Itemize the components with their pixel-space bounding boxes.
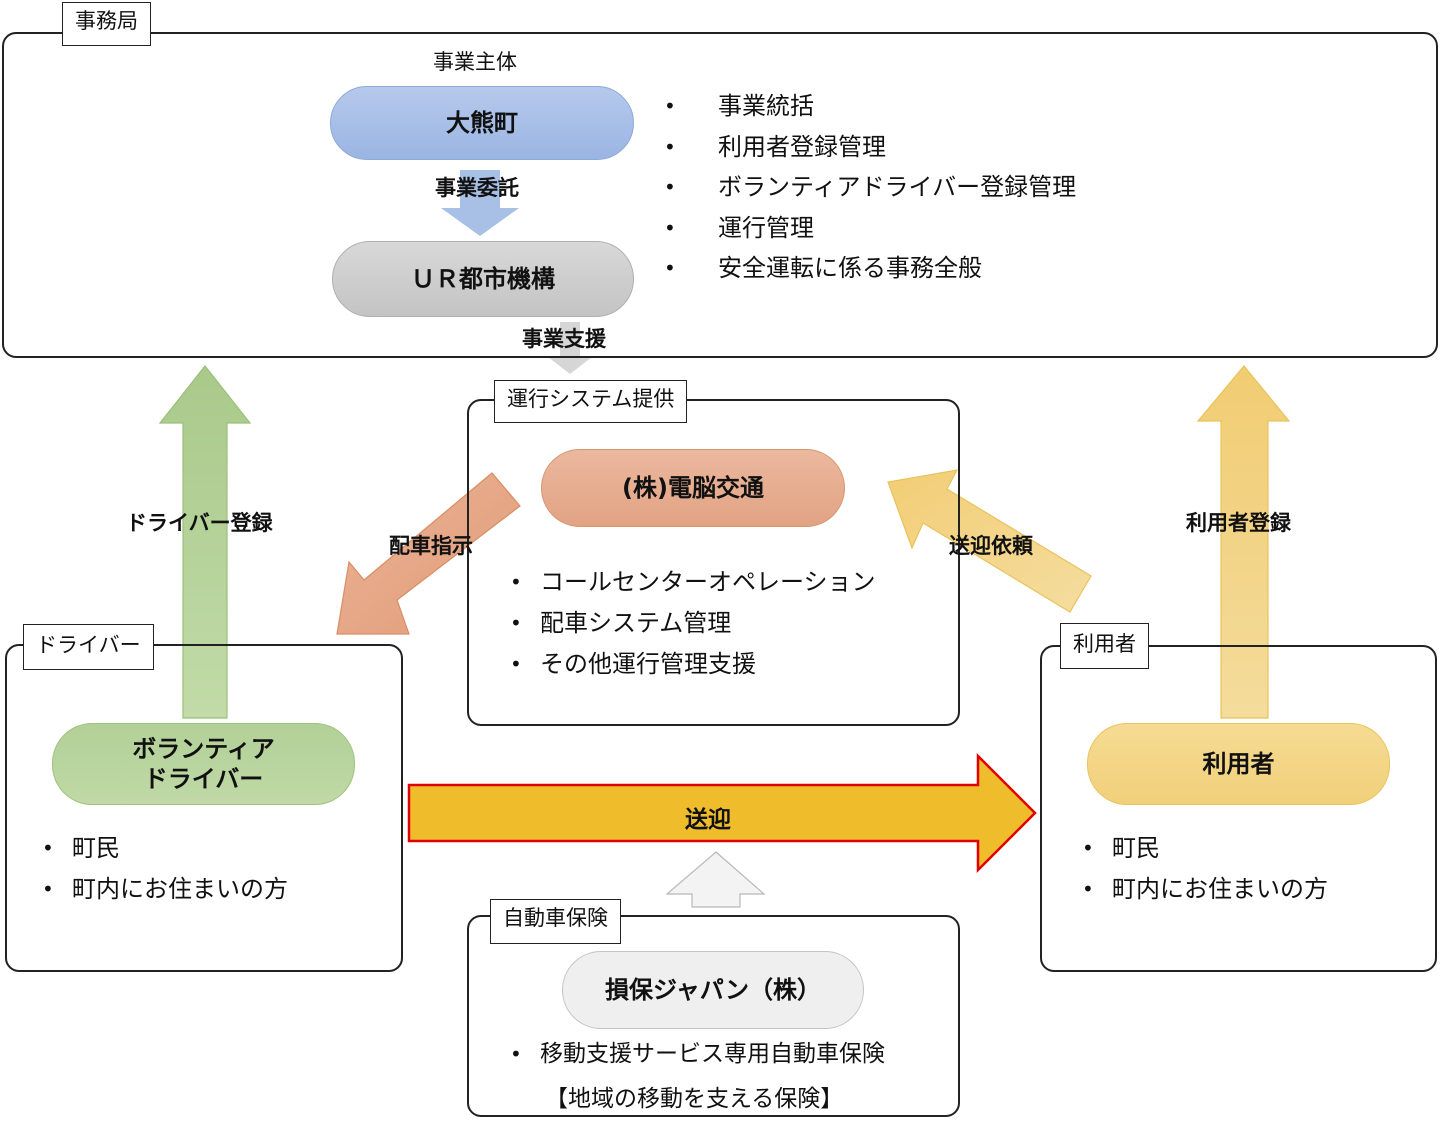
dispatch-label: 配車指示 — [389, 534, 473, 558]
duty-item: 安全運転に係る事務全般 — [664, 248, 1076, 289]
user-pill[interactable]: 利用者 — [1087, 723, 1390, 805]
user-frame — [1040, 645, 1437, 972]
delegation-label: 事業委託 — [435, 176, 519, 200]
operation-tag: 運行システム提供 — [494, 380, 688, 423]
duty-item: 事業統括 — [664, 86, 1076, 127]
business-entity-label: 事業主体 — [433, 50, 517, 74]
ur-pill[interactable]: ＵＲ都市機構 — [332, 241, 634, 317]
volunteer-driver-pill[interactable]: ボランティア ドライバー — [52, 723, 355, 805]
operation-item: コールセンターオペレーション — [510, 562, 876, 603]
driver-registration-arrow — [158, 365, 252, 719]
user-tag: 利用者 — [1060, 623, 1149, 669]
support-label: 事業支援 — [522, 327, 606, 351]
insurance-frame — [467, 915, 960, 1117]
delegation-arrow — [441, 170, 519, 236]
operation-frame — [467, 399, 960, 726]
pickup-request-label: 送迎依頼 — [949, 534, 1033, 558]
volunteer-driver-line2: ドライバー — [143, 765, 264, 793]
duty-item: 利用者登録管理 — [664, 127, 1076, 168]
sompo-japan-pill[interactable]: 損保ジャパン（株） — [562, 951, 864, 1029]
user-registration-label: 利用者登録 — [1186, 511, 1291, 535]
secretariat-duties: 事業統括 利用者登録管理 ボランティアドライバー登録管理 運行管理 安全運転に係… — [664, 86, 1076, 289]
driver-frame — [5, 644, 403, 972]
volunteer-driver-line1: ボランティア — [132, 735, 275, 763]
insurance-note: 【地域の移動を支える保険】 — [545, 1086, 844, 1112]
insurance-tag: 自動車保険 — [490, 899, 621, 944]
user-registration-arrow — [1196, 365, 1291, 719]
support-arrow — [548, 322, 592, 374]
user-item: 町内にお住まいの方 — [1082, 869, 1328, 910]
duty-item: ボランティアドライバー登録管理 — [664, 167, 1076, 208]
dennou-kotsu-pill[interactable]: (株)電脳交通 — [541, 449, 845, 527]
secretariat-tag: 事務局 — [62, 2, 151, 46]
transport-arrow — [407, 752, 1037, 874]
town-pill[interactable]: 大熊町 — [330, 86, 634, 160]
user-items: 町民 町内にお住まいの方 — [1082, 828, 1328, 910]
driver-items: 町民 町内にお住まいの方 — [42, 828, 288, 910]
pickup-request-arrow — [887, 469, 1092, 613]
secretariat-frame — [2, 32, 1438, 358]
dispatch-arrow — [336, 472, 521, 635]
driver-item: 町民 — [42, 828, 288, 869]
insurance-items: 移動支援サービス専用自動車保険 — [510, 1036, 885, 1072]
driver-registration-label: ドライバー登録 — [126, 511, 273, 535]
operation-item: その他運行管理支援 — [510, 644, 876, 685]
driver-tag: ドライバー — [23, 624, 154, 670]
transport-label: 送迎 — [685, 807, 731, 833]
insurance-arrow — [665, 851, 766, 908]
insurance-item: 移動支援サービス専用自動車保険 — [510, 1036, 885, 1072]
operation-items: コールセンターオペレーション 配車システム管理 その他運行管理支援 — [510, 562, 876, 685]
driver-item: 町内にお住まいの方 — [42, 869, 288, 910]
user-item: 町民 — [1082, 828, 1328, 869]
duty-item: 運行管理 — [664, 208, 1076, 249]
operation-item: 配車システム管理 — [510, 603, 876, 644]
